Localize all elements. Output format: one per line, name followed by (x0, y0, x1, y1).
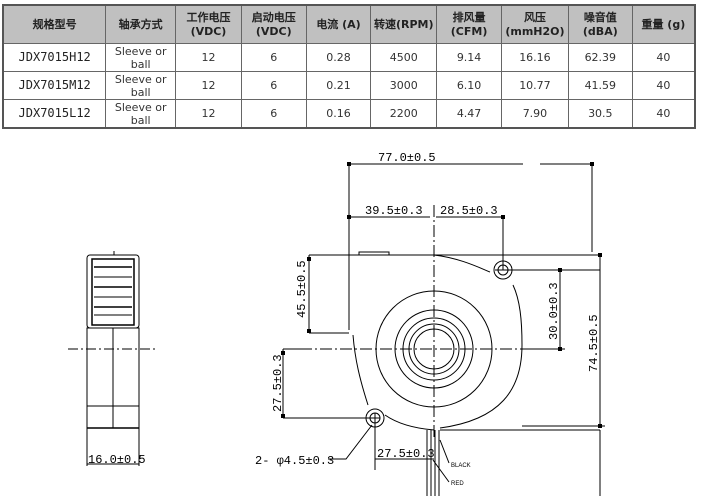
dim-hole-offset-y-right: 30.0±0.3 (547, 282, 561, 340)
cell-work-voltage: 12 (175, 71, 242, 100)
wire-label-red: RED (451, 481, 464, 487)
cell-start-voltage: 6 (240, 71, 307, 100)
cell-noise: 41.59 (567, 71, 633, 100)
header-speed: 转速(RPM) (370, 4, 438, 44)
header-start-voltage: 启动电压(VDC) (240, 4, 307, 44)
dim-overall-width: 77.0±0.5 (378, 151, 436, 165)
cell-airflow: 9.14 (436, 43, 502, 72)
cell-model: JDX7015L12 (2, 99, 107, 129)
dim-hub-offset-x: 39.5±0.3 (365, 204, 423, 218)
cell-current: 0.21 (305, 71, 372, 100)
side-view (68, 251, 156, 466)
cell-speed: 3000 (370, 71, 438, 100)
cell-weight: 40 (631, 43, 696, 72)
cell-work-voltage: 12 (175, 43, 242, 72)
cell-pressure: 10.77 (500, 71, 569, 100)
cell-start-voltage: 6 (240, 43, 307, 72)
cell-airflow: 4.47 (436, 99, 502, 129)
cell-noise: 62.39 (567, 43, 633, 72)
table-header-row: 规格型号 轴承方式 工作电压(VDC) 启动电压(VDC) 电流 (A) 转速(… (2, 4, 696, 44)
header-current: 电流 (A) (305, 4, 372, 44)
header-pressure: 风压(mmH2O) (500, 4, 569, 44)
cell-noise: 30.5 (567, 99, 633, 129)
cell-pressure: 7.90 (500, 99, 569, 129)
dim-overall-height: 74.5±0.5 (587, 314, 601, 372)
cell-model: JDX7015M12 (2, 71, 107, 100)
cell-weight: 40 (631, 99, 696, 129)
cell-pressure: 16.16 (500, 43, 569, 72)
spec-table: 规格型号 轴承方式 工作电压(VDC) 启动电压(VDC) 电流 (A) 转速(… (2, 4, 696, 129)
header-work-voltage: 工作电压(VDC) (175, 4, 242, 44)
front-view (282, 163, 605, 496)
dim-side-width: 16.0±0.5 (88, 453, 146, 467)
cell-weight: 40 (631, 71, 696, 100)
dim-hole-offset-x: 28.5±0.3 (440, 204, 498, 218)
dim-mount-holes: 2- φ4.5±0.3 (255, 454, 334, 468)
cell-start-voltage: 6 (240, 99, 307, 129)
dim-hole-offset-y-left: 27.5±0.3 (271, 354, 285, 412)
cell-current: 0.16 (305, 99, 372, 129)
header-noise: 噪音值(dBA) (567, 4, 633, 44)
dim-top-offset-y: 45.5±0.5 (295, 260, 309, 318)
header-airflow: 排风量(CFM) (436, 4, 502, 44)
wire-label-black: BLACK (451, 463, 471, 469)
header-weight: 重量 (g) (631, 4, 696, 44)
cell-speed: 2200 (370, 99, 438, 129)
dim-hole-offset-x-bottom: 27.5±0.3 (377, 447, 435, 461)
cell-speed: 4500 (370, 43, 438, 72)
cell-work-voltage: 12 (175, 99, 242, 129)
cell-current: 0.28 (305, 43, 372, 72)
